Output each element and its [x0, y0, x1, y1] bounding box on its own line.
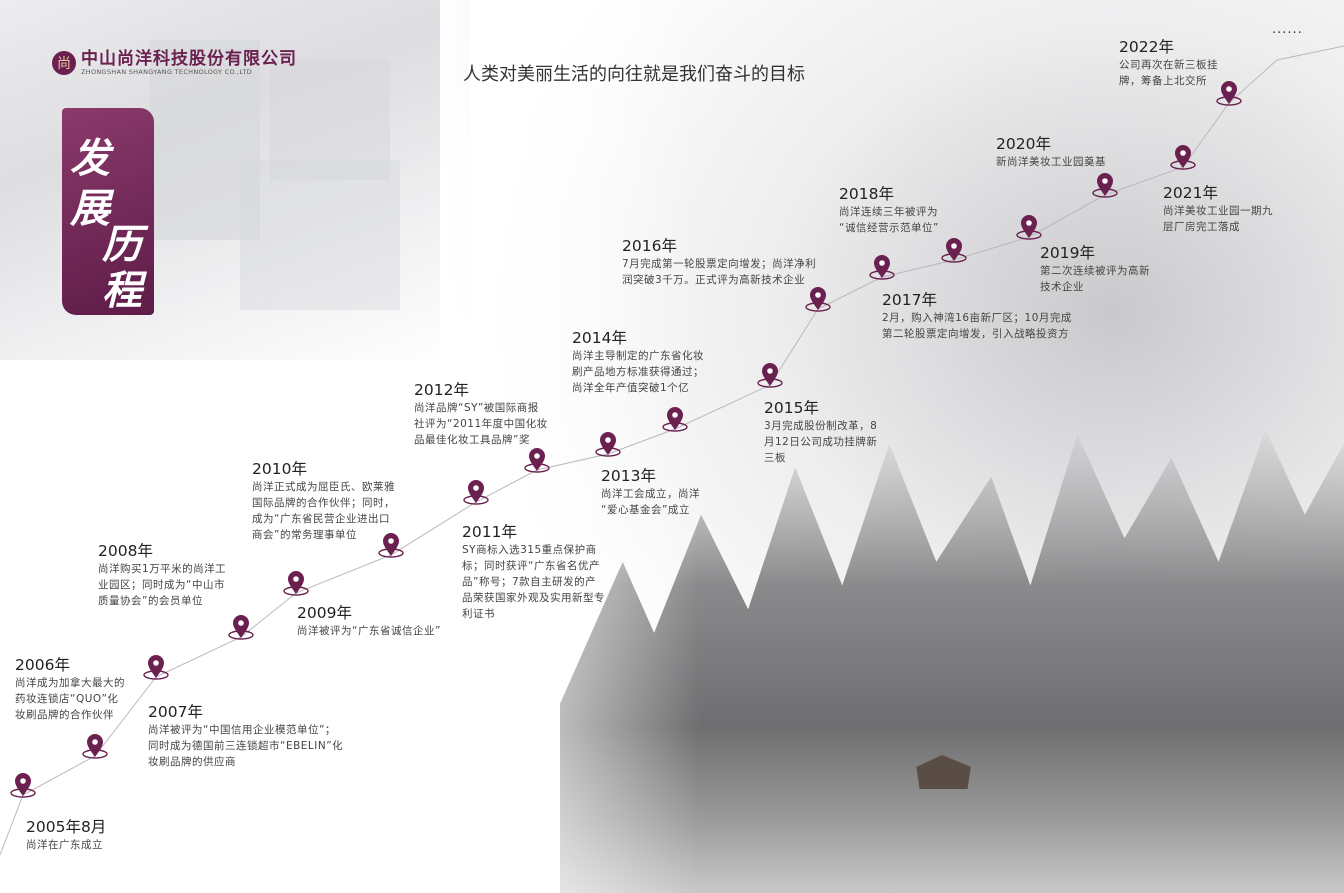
map-pin-icon — [281, 569, 311, 599]
map-pin-icon — [8, 771, 38, 801]
event-desc: 尚洋主导制定的广东省化妆 刷产品地方标准获得通过； 尚洋全年产值突破1个亿 — [572, 350, 704, 394]
company-name-en: ZHONGSHAN SHANGYANG TECHNOLOGY CO.,LTD — [81, 68, 253, 76]
event-desc: SY商标入选315重点保护商 标；同时获评“广东省名优产 品”称号；7款自主研发… — [462, 544, 605, 620]
title-char: 展 — [70, 185, 110, 232]
event-year: 2013年 — [601, 467, 656, 485]
event-year: 2016年 — [622, 237, 677, 255]
slogan: 人类对美丽生活的向往就是我们奋斗的目标 — [463, 64, 805, 85]
event-desc: 尚洋购买1万平米的尚洋工 业园区；同时成为“中山市 质量协会”的会员单位 — [98, 563, 227, 607]
event-year: 2021年 — [1163, 184, 1218, 202]
event-year: 2011年 — [462, 523, 517, 541]
map-pin-icon — [803, 285, 833, 315]
map-pin-icon — [593, 430, 623, 460]
title-char: 历 — [102, 221, 142, 268]
title-char: 程 — [102, 267, 142, 314]
map-pin-icon — [226, 613, 256, 643]
timeline-event: 2006年尚洋成为加拿大最大的 药妆连锁店“QUO”化 妆刷品牌的合作伙伴 — [15, 655, 125, 723]
event-desc: 第二次连续被评为高新 技术企业 — [1040, 265, 1150, 293]
timeline-event: 2019年第二次连续被评为高新 技术企业 — [1040, 243, 1150, 295]
event-year: 2008年 — [98, 542, 153, 560]
event-year: 2010年 — [252, 460, 307, 478]
event-desc: 公司再次在新三板挂 牌，筹备上北交所 — [1119, 59, 1218, 87]
map-pin-icon — [867, 253, 897, 283]
event-desc: 尚洋在广东成立 — [26, 839, 103, 851]
event-year: 2012年 — [414, 381, 469, 399]
map-pin-icon — [660, 405, 690, 435]
event-desc: 2月，购入神湾16亩新厂区；10月完成 第二轮股票定向增发，引入战略投资方 — [882, 312, 1072, 340]
event-desc: 尚洋成为加拿大最大的 药妆连锁店“QUO”化 妆刷品牌的合作伙伴 — [15, 677, 125, 721]
event-year: 2007年 — [148, 703, 203, 721]
timeline-event: 2013年尚洋工会成立，尚洋 “爱心基金会”成立 — [601, 466, 700, 518]
event-desc: 尚洋品牌“SY”被国际商报 社评为“2011年度中国化妆 品最佳化妆工具品牌”奖 — [414, 402, 548, 446]
map-pin-icon — [1014, 213, 1044, 243]
map-pin-icon — [1168, 143, 1198, 173]
map-pin-icon — [755, 361, 785, 391]
timeline-event: 2012年尚洋品牌“SY”被国际商报 社评为“2011年度中国化妆 品最佳化妆工… — [414, 380, 548, 448]
map-pin-icon — [939, 236, 969, 266]
timeline-event: 2014年尚洋主导制定的广东省化妆 刷产品地方标准获得通过； 尚洋全年产值突破1… — [572, 328, 704, 396]
event-year: 2019年 — [1040, 244, 1095, 262]
event-year: 2015年 — [764, 399, 819, 417]
timeline-event: 2007年尚洋被评为“中国信用企业模范单位”； 同时成为德国前三连锁超市“EBE… — [148, 702, 343, 770]
event-year: 2014年 — [572, 329, 627, 347]
company-logo: 尚 中山尚洋科技股份有限公司 ZHONGSHAN SHANGYANG TECHN… — [52, 50, 297, 76]
event-year: 2006年 — [15, 656, 70, 674]
event-desc: 新尚洋美妆工业园奠基 — [996, 156, 1106, 168]
event-year: 2018年 — [839, 185, 894, 203]
map-pin-icon — [522, 446, 552, 476]
event-desc: 尚洋被评为“中国信用企业模范单位”； 同时成为德国前三连锁超市“EBELIN”化… — [148, 724, 344, 768]
timeline-event: 2005年8月尚洋在广东成立 — [26, 817, 106, 853]
timeline-event: 2020年新尚洋美妆工业园奠基 — [996, 134, 1106, 170]
timeline-event: 2015年 3月完成股份制改革，8 月12日公司成功挂牌新 三板 — [764, 398, 877, 466]
event-year: 2009年 — [297, 604, 352, 622]
continuation-dots: ...... — [1272, 22, 1303, 37]
event-year: 2017年 — [882, 291, 937, 309]
event-desc: 3月完成股份制改革，8 月12日公司成功挂牌新 三板 — [764, 420, 878, 464]
event-year: 2022年 — [1119, 38, 1174, 56]
map-pin-icon — [141, 653, 171, 683]
timeline-event: 2016年 7月完成第一轮股票定向增发；尚洋净利 润突破3千万。正式评为高新技术企… — [622, 236, 816, 288]
timeline-event: 2022年公司再次在新三板挂 牌，筹备上北交所 — [1119, 37, 1218, 89]
timeline-event: 2009年尚洋被评为“广东省诚信企业” — [297, 603, 441, 639]
background-fade — [440, 0, 700, 893]
event-desc: 尚洋连续三年被评为 “诚信经营示范单位” — [839, 206, 939, 234]
map-pin-icon — [80, 732, 110, 762]
event-year: 2020年 — [996, 135, 1051, 153]
event-desc: 尚洋美妆工业园一期九 层厂房完工落成 — [1163, 205, 1273, 233]
logo-mark-icon: 尚 — [52, 51, 76, 75]
event-desc: 尚洋正式成为屈臣氏、欧莱雅 国际品牌的合作伙伴；同时， 成为“广东省民营企业进出… — [252, 481, 395, 541]
company-name-cn: 中山尚洋科技股份有限公司 — [81, 49, 297, 69]
timeline-event: 2018年尚洋连续三年被评为 “诚信经营示范单位” — [839, 184, 939, 236]
event-desc: 尚洋工会成立，尚洋 “爱心基金会”成立 — [601, 488, 700, 516]
section-title: 发 展 历 程 — [62, 108, 154, 315]
timeline-event: 2017年 2月，购入神湾16亩新厂区；10月完成 第二轮股票定向增发，引入战略投… — [882, 290, 1072, 342]
timeline-event: 2011年 SY商标入选315重点保护商 标；同时获评“广东省名优产 品”称号；7… — [462, 522, 605, 622]
map-pin-icon — [461, 478, 491, 508]
timeline-event: 2021年尚洋美妆工业园一期九 层厂房完工落成 — [1163, 183, 1273, 235]
map-pin-icon — [1214, 79, 1244, 109]
timeline-event: 2008年尚洋购买1万平米的尚洋工 业园区；同时成为“中山市 质量协会”的会员单… — [98, 541, 226, 609]
map-pin-icon — [376, 531, 406, 561]
event-year: 2005年8月 — [26, 818, 107, 836]
event-desc: 尚洋被评为“广东省诚信企业” — [297, 625, 441, 637]
timeline-event: 2010年尚洋正式成为屈臣氏、欧莱雅 国际品牌的合作伙伴；同时， 成为“广东省民… — [252, 459, 395, 543]
map-pin-icon — [1090, 171, 1120, 201]
event-desc: 7月完成第一轮股票定向增发；尚洋净利 润突破3千万。正式评为高新技术企业 — [622, 258, 817, 286]
title-char: 发 — [70, 135, 110, 182]
